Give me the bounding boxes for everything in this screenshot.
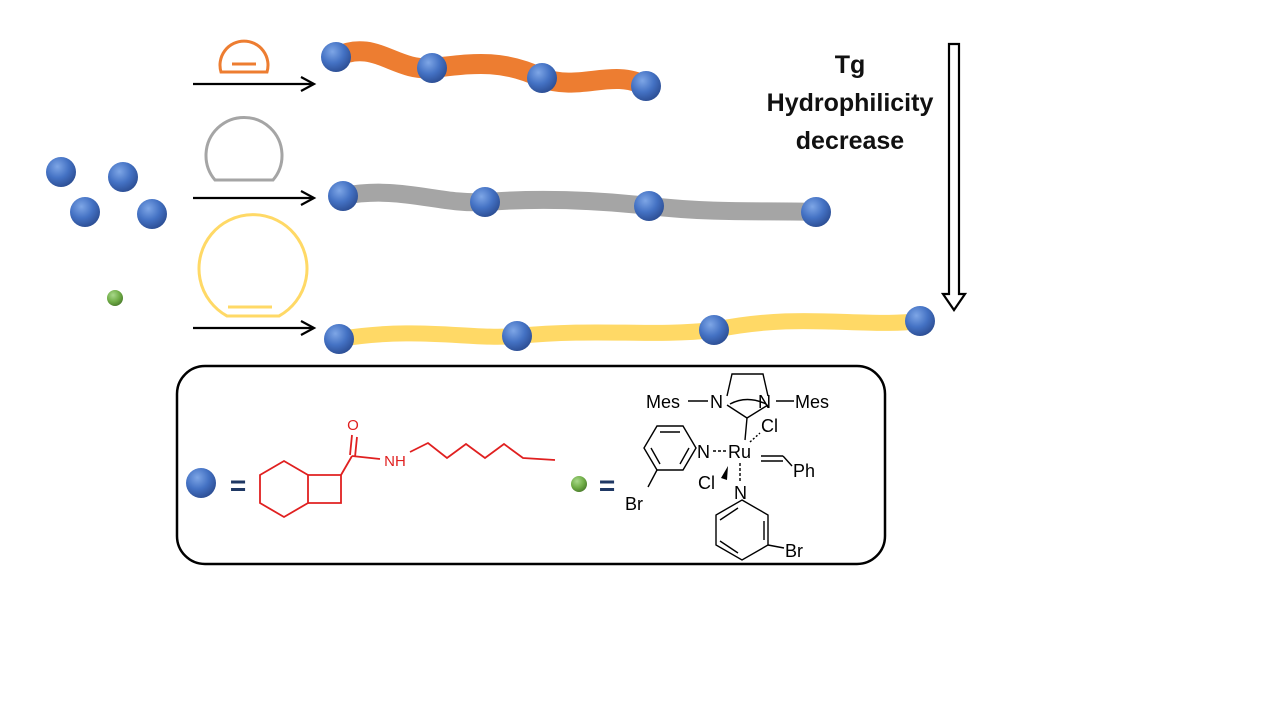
- mes-left-label: Mes: [646, 392, 680, 412]
- n-pyridine-bottom-label: N: [734, 483, 747, 503]
- legend-box: [175, 364, 887, 566]
- trend-down-arrow: [940, 42, 968, 312]
- blue-sphere-icon: [70, 197, 100, 227]
- free-monomers: [46, 157, 167, 229]
- ph-label: Ph: [793, 461, 815, 481]
- amide-nh-label: NH: [384, 453, 406, 470]
- blue-sphere-icon: [417, 53, 447, 83]
- blue-sphere-icon: [801, 197, 831, 227]
- legend-monomer: = O NH: [186, 417, 556, 519]
- mes-right-label: Mes: [795, 392, 829, 412]
- green-sphere-icon: [571, 476, 587, 492]
- n-right-label: N: [758, 392, 771, 412]
- trend-label-hydrophilicity: Hydrophilicity: [766, 89, 934, 117]
- br-bottom-label: Br: [785, 541, 803, 561]
- reaction-arrow: [193, 76, 317, 92]
- cyclic-template-icon: [218, 39, 270, 74]
- n-pyridine-left-label: N: [697, 442, 710, 462]
- wedge-bond: [721, 466, 728, 480]
- blue-sphere-icon: [46, 157, 76, 187]
- blue-sphere-icon: [699, 315, 729, 345]
- n-left-label: N: [710, 392, 723, 412]
- cl-top-label: Cl: [761, 416, 778, 436]
- legend-catalyst: =: [571, 373, 829, 561]
- cyclic-template-icon: [197, 213, 309, 318]
- blue-sphere-icon: [108, 162, 138, 192]
- blue-sphere-icon: [502, 321, 532, 351]
- green-sphere-icon: [107, 290, 123, 306]
- trend-label-decrease: decrease: [795, 127, 905, 155]
- catalyst-structure-bonds: [643, 373, 794, 561]
- blue-sphere-icon: [321, 42, 351, 72]
- blue-sphere-icon: [186, 468, 216, 498]
- reaction-arrow: [193, 190, 317, 206]
- blue-sphere-icon: [634, 191, 664, 221]
- polymer-chain-yellow: [324, 306, 935, 354]
- carbonyl-oxygen-label: O: [347, 417, 359, 434]
- cl-bottom-label: Cl: [698, 473, 715, 493]
- blue-sphere-icon: [905, 306, 935, 336]
- blue-sphere-icon: [328, 181, 358, 211]
- ru-label: Ru: [728, 442, 751, 462]
- monomer-structure: [259, 434, 556, 519]
- equals-sign: =: [230, 470, 246, 501]
- cyclic-template-icon: [204, 115, 284, 182]
- reaction-arrow: [193, 320, 317, 336]
- trend-label-tg: Tg: [834, 51, 866, 79]
- equals-sign: =: [599, 470, 615, 501]
- blue-sphere-icon: [324, 324, 354, 354]
- blue-sphere-icon: [137, 199, 167, 229]
- polymer-chain-orange: [321, 41, 661, 101]
- polymer-chain-grey: [328, 181, 831, 227]
- br-left-label: Br: [625, 494, 643, 514]
- blue-sphere-icon: [470, 187, 500, 217]
- blue-sphere-icon: [527, 63, 557, 93]
- blue-sphere-icon: [631, 71, 661, 101]
